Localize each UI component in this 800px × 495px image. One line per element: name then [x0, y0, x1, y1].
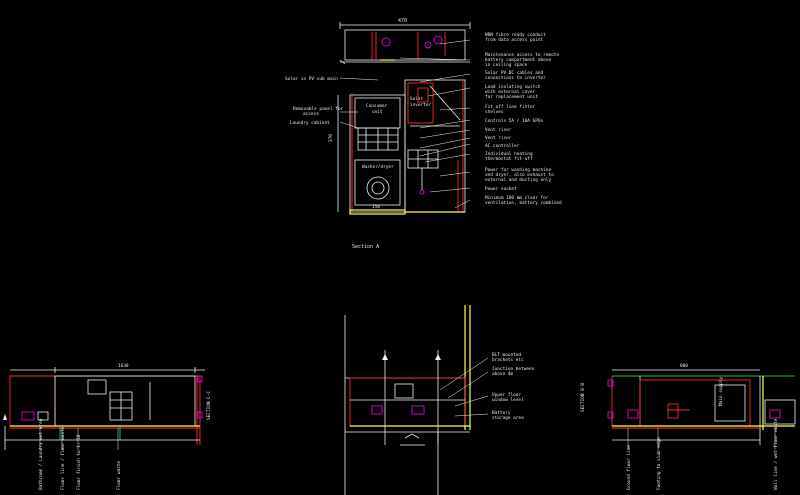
left-section-caption: SECTION C-C [206, 391, 212, 420]
note-vent-riser-1: Vent riser [485, 127, 512, 133]
note-laundry-cabinet: Laundry cabinet [290, 120, 330, 126]
note-solar-submain: Solar in PV sub main [285, 76, 338, 82]
right-note-1: Ground floor line [626, 445, 632, 490]
overall-dimension: 470 [398, 18, 407, 24]
elevation-caption: Section A [352, 244, 379, 250]
note-ac-controller: AC controller [485, 143, 520, 149]
left-note-2: Floor line / floor waste [60, 426, 66, 490]
appliance-label: Washer/dryer [362, 164, 394, 170]
right-inner-label: Main supply [718, 377, 724, 406]
right-note-3: Wall line / wet floor waste [773, 418, 779, 490]
note-power-socket: Power socket [485, 186, 517, 192]
note-vent-riser-2: Vent riser [485, 135, 512, 141]
left-note-4: Floor waste [116, 461, 122, 490]
left-note-3: Floor finish to 1. 10 [76, 434, 82, 490]
left-height-dimension: 370 [328, 134, 334, 142]
right-note-2: Footing to slab edge [656, 437, 662, 490]
base-dimension: 150 [372, 204, 380, 210]
note-gpos: Controls 5A / 10A GPOs [485, 118, 544, 124]
left-note-1: Bathroom / Laundry wet area [38, 418, 44, 490]
left-section-dimension: 1630 [118, 363, 129, 369]
section-left-drawing: 1630 SECTION C-C Bathroom / Laundry wet … [3, 363, 212, 490]
section-right-drawing: SECTION B-B 800 Main supply Ground floor… [580, 363, 796, 490]
right-section-caption: SECTION B-B [580, 383, 586, 412]
right-section-dimension: 800 [680, 363, 688, 369]
